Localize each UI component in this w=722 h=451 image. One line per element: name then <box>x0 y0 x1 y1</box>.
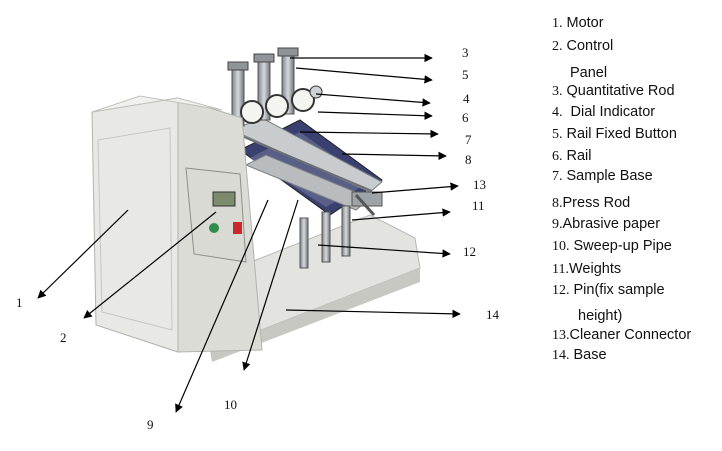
callout-4: 4 <box>463 91 470 106</box>
legend-item-6: 6. Rail <box>552 148 592 164</box>
legend-item-11: 11.Weights <box>552 261 622 277</box>
callout-2: 2 <box>60 330 67 345</box>
legend-item-2: 2. Control <box>552 38 614 54</box>
callout-6: 6 <box>462 110 469 125</box>
legend-item-12-cont: height) <box>578 308 623 324</box>
stop-switch <box>233 222 242 234</box>
legend-item-12: 12. Pin(fix sample <box>552 282 665 298</box>
callout-arrows <box>37 53 461 413</box>
rails <box>230 117 383 211</box>
legend-item-9: 9.Abrasive paper <box>552 216 661 232</box>
callout-9: 9 <box>147 417 154 432</box>
display-screen <box>212 191 236 207</box>
legend-item-7: 7. Sample Base <box>552 168 653 184</box>
callout-5: 5 <box>462 67 469 82</box>
callout-7: 7 <box>465 132 472 147</box>
parts-legend: 1. Motor 2. Control Panel 3. Quantitativ… <box>552 0 722 451</box>
control-panel <box>185 167 247 263</box>
start-button <box>209 223 219 233</box>
callout-13: 13 <box>473 177 486 192</box>
legend-item-5: 5. Rail Fixed Button <box>552 126 677 142</box>
callout-numbers: 1 2 3 4 5 6 7 8 9 10 11 12 13 14 <box>16 45 500 432</box>
callout-8: 8 <box>465 152 472 167</box>
legend-item-14: 14. Base <box>552 347 607 363</box>
callout-14: 14 <box>486 307 500 322</box>
dial-indicators <box>240 85 323 124</box>
legend-item-1: 1. Motor <box>552 15 604 31</box>
legend-item-13: 13.Cleaner Connector <box>552 327 692 343</box>
legend-item-10: 10. Sweep-up Pipe <box>552 238 672 254</box>
callout-11: 11 <box>472 198 485 213</box>
callout-3: 3 <box>462 45 469 60</box>
legend-item-8: 8.Press Rod <box>552 195 631 211</box>
callout-10: 10 <box>224 397 237 412</box>
legend-item-2-cont: Panel <box>570 65 608 81</box>
legend-item-4: 4. Dial Indicator <box>552 104 656 120</box>
callout-12: 12 <box>463 244 476 259</box>
callout-1: 1 <box>16 295 23 310</box>
legend-item-3: 3. Quantitative Rod <box>552 83 675 99</box>
press-rods-weights <box>299 191 383 269</box>
